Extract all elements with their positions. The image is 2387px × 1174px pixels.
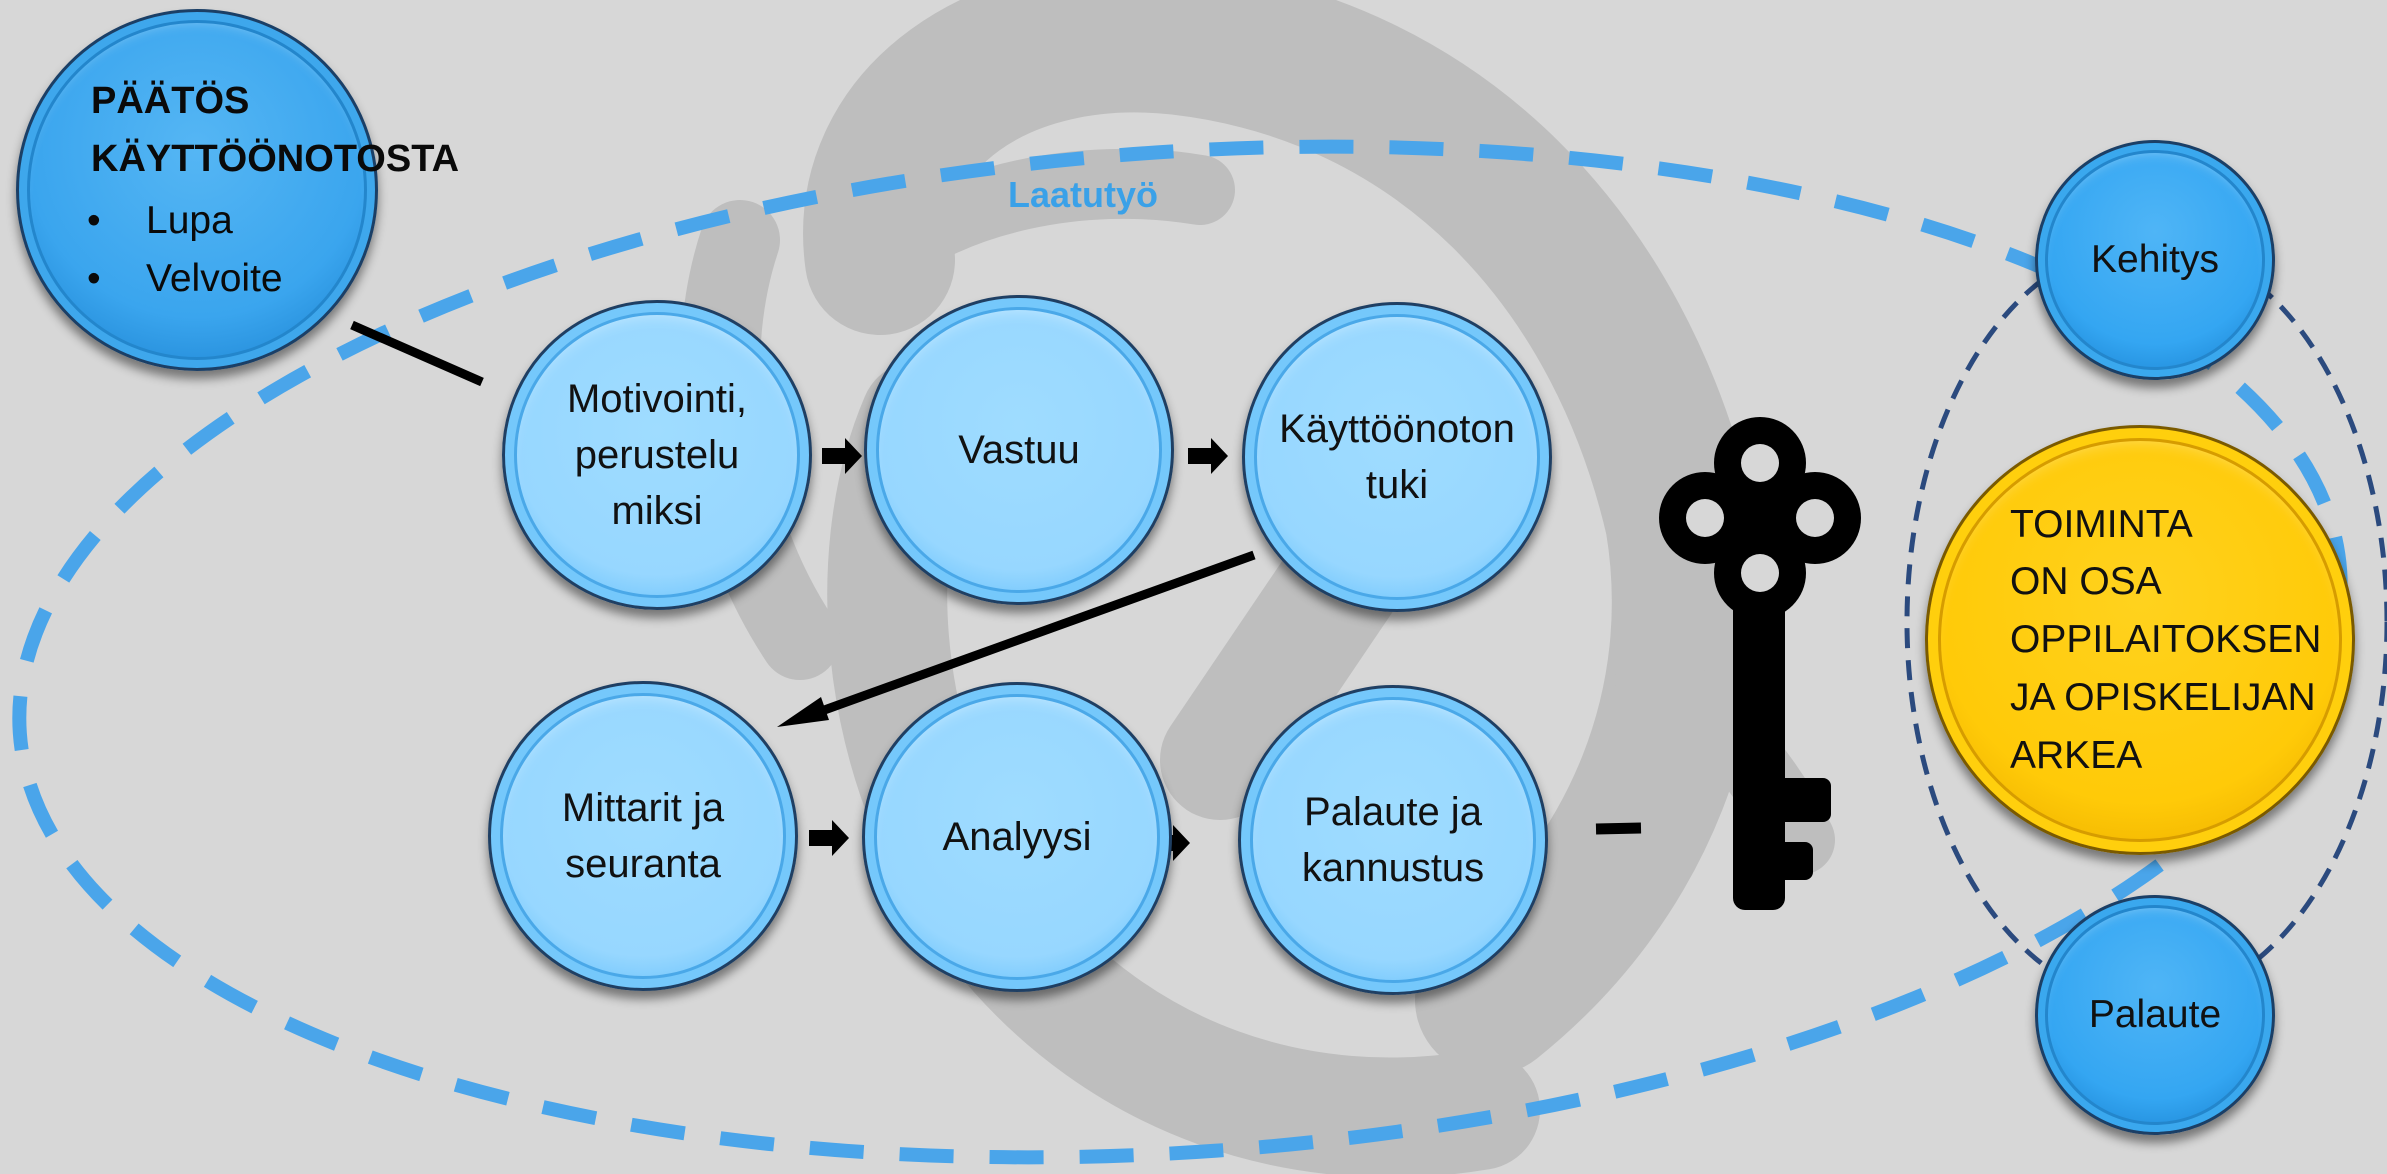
decision-list: • Lupa • Velvoite: [82, 192, 283, 308]
arrow-metrics-to-analysis: [809, 820, 849, 856]
quality-loop-label: Laatutyö: [1008, 174, 1159, 215]
arrow-motivation-to-responsibility: [822, 438, 862, 474]
cycle-development: Kehitys: [2035, 140, 2275, 380]
step-analysis: Analyysi: [862, 682, 1172, 992]
step-responsibility: Vastuu: [864, 295, 1174, 605]
step-feedback-encouragement: Palaute ja kannustus: [1238, 685, 1548, 995]
step-deployment-support: Käyttöönoton tuki: [1242, 302, 1552, 612]
step-metrics: Mittarit ja seuranta: [488, 681, 798, 991]
outcome-circle: TOIMINTA ON OSA OPPILAITOKSEN JA OPISKEL…: [1925, 425, 2355, 855]
decision-circle: [16, 9, 378, 371]
decision-title: PÄÄTÖS KÄYTTÖÖNOTOSTA: [91, 72, 459, 188]
step-motivation: Motivointi, perustelu miksi: [502, 300, 812, 610]
arrow-responsibility-to-support: [1188, 438, 1228, 474]
decision-item-obligation: • Velvoite: [82, 250, 283, 308]
bullet-icon: •: [87, 257, 101, 300]
decision-link: [350, 320, 484, 387]
bullet-icon: •: [87, 199, 101, 242]
feedback-link: [1595, 822, 1642, 835]
arrow-support-to-metrics: [803, 550, 1256, 722]
decision-title-line-2: KÄYTTÖÖNOTOSTA: [91, 138, 460, 180]
decision-title-line-1: PÄÄTÖS: [91, 80, 250, 122]
cycle-feedback: Palaute: [2035, 895, 2275, 1135]
decision-item-permission: • Lupa: [82, 192, 283, 250]
